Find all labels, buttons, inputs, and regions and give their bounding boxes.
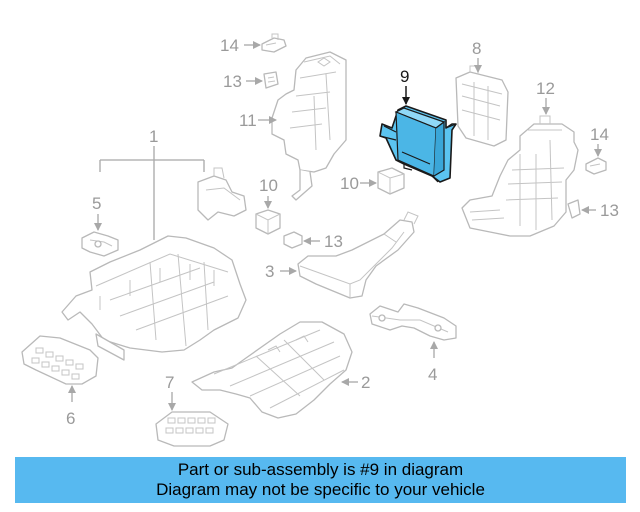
callout-12: 12 — [536, 79, 555, 98]
callout-6: 6 — [66, 409, 75, 428]
part-6-fuse-plate — [21, 335, 99, 385]
callout-10-left: 10 — [259, 176, 278, 195]
callout-5: 5 — [92, 194, 101, 213]
part-2-lower-tray — [191, 321, 353, 419]
part-10-relay-left — [255, 209, 281, 235]
part-12-junction-block — [461, 115, 579, 237]
callout-8: 8 — [472, 39, 481, 58]
part-4-bracket — [369, 303, 457, 341]
callout-11: 11 — [239, 111, 257, 130]
part-10-relay-right — [377, 167, 405, 195]
callout-2: 2 — [361, 373, 370, 392]
part-13-clip-left — [263, 71, 279, 89]
part-11-relay-block — [271, 51, 347, 201]
part-13-clip-center — [283, 231, 303, 249]
callout-13-right: 13 — [600, 201, 619, 220]
leader-1 — [99, 146, 205, 240]
part-7-fuse-plate — [155, 411, 229, 447]
callout-7: 7 — [165, 373, 174, 392]
part-8-fuse-box — [455, 65, 509, 147]
callout-10-right: 10 — [340, 174, 359, 193]
callout-14-right: 14 — [590, 125, 609, 144]
part-3-bracket — [297, 211, 419, 299]
info-banner: Part or sub-assembly is #9 in diagram Di… — [15, 457, 626, 503]
callout-4: 4 — [428, 365, 437, 384]
callout-14-left: 14 — [220, 36, 239, 55]
connector-bracket — [197, 167, 247, 221]
part-5-bracket — [81, 231, 119, 257]
part-14-clip-left — [261, 33, 287, 53]
part-9-control-module — [379, 105, 457, 183]
callout-13-left: 13 — [223, 72, 242, 91]
part-14-clip-right — [585, 157, 607, 175]
callout-1: 1 — [149, 127, 158, 146]
callout-9: 9 — [400, 67, 409, 86]
banner-line-2: Diagram may not be specific to your vehi… — [156, 480, 485, 499]
callout-3: 3 — [265, 262, 274, 281]
banner-line-1: Part or sub-assembly is #9 in diagram — [177, 460, 464, 479]
part-13-clip-right — [567, 199, 581, 219]
callout-13-center: 13 — [324, 232, 343, 251]
part-1-support-frame — [61, 235, 247, 361]
